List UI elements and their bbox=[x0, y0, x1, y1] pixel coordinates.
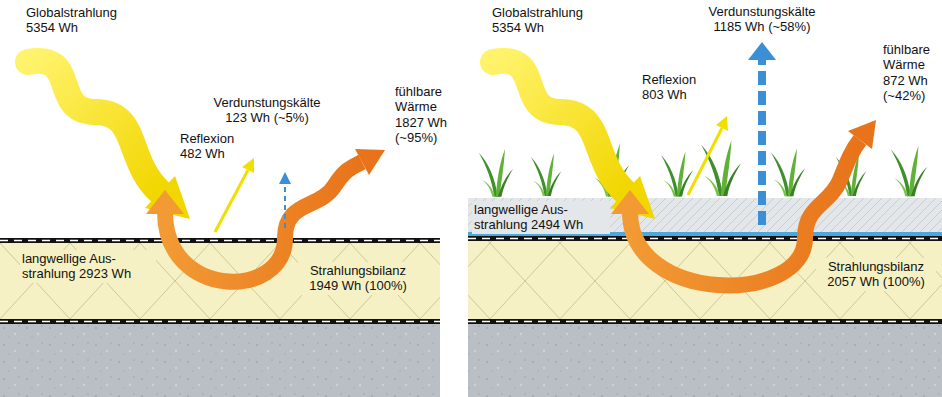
energy-label: Reflexion 482 Wh bbox=[180, 131, 242, 162]
energy-label: Globalstrahlung 5354 Wh bbox=[26, 5, 138, 36]
arrows-left bbox=[28, 61, 385, 282]
energy-label: Strahlungsbilanz 1949 Wh (100%) bbox=[298, 262, 418, 295]
energy-label: Globalstrahlung 5354 Wh bbox=[492, 5, 604, 36]
energy-label: fühlbare Wärme 872 Wh (~42%) bbox=[883, 42, 939, 103]
energy-label: Verdunstungskälte 123 Wh (~5%) bbox=[204, 95, 330, 126]
energy-label: langwellige Aus- strahlung 2494 Wh bbox=[472, 201, 610, 234]
energy-label: fühlbare Wärme 1827 Wh (~95%) bbox=[395, 84, 453, 145]
energy-label: langwellige Aus- strahlung 2923 Wh bbox=[20, 250, 156, 283]
arrows-right bbox=[493, 42, 876, 285]
energy-label: Verdunstungskälte 1185 Wh (~58%) bbox=[699, 4, 825, 35]
energy-label: Reflexion 803 Wh bbox=[642, 72, 706, 103]
energy-label: Strahlungsbilanz 2057 Wh (100%) bbox=[816, 258, 936, 291]
roof-left bbox=[0, 238, 440, 397]
roof-right bbox=[468, 198, 942, 397]
